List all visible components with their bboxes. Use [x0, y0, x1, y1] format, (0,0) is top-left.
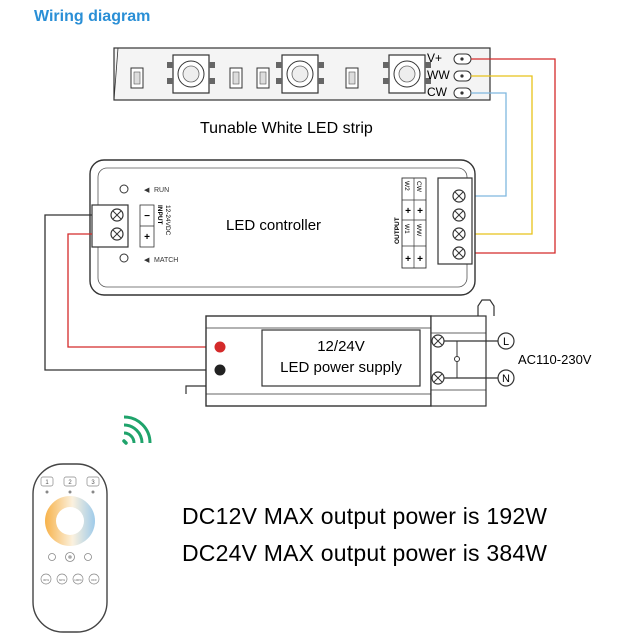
remote-control: 1 2 3 30% 60% 100% OFF — [32, 463, 108, 633]
output-plus-sign: + — [405, 206, 411, 217]
run-label: RUN — [154, 187, 169, 194]
input-minus-sign: − — [144, 211, 150, 222]
remote-mode-button[interactable]: 100% — [72, 573, 84, 585]
input-screw-plus — [110, 227, 124, 241]
remote-zone-button[interactable]: 1 — [40, 476, 54, 487]
wireless-signal-icon — [122, 415, 152, 445]
ac-screw-live — [431, 334, 445, 348]
input-terminal-block — [91, 204, 129, 248]
strip-terminal-cw: CW — [427, 85, 448, 99]
psu-mount-tab — [185, 385, 206, 394]
psu-label-plate — [261, 329, 421, 387]
ac-screw-neutral — [431, 371, 445, 385]
output-screw — [452, 246, 466, 260]
output-plus-sign: + — [417, 254, 423, 265]
strip-resistor — [256, 67, 270, 89]
input-voltage: 12-24VDC — [164, 205, 171, 236]
output-label: OUTPUT — [394, 217, 401, 244]
input-plus-sign: + — [144, 232, 150, 243]
diagram-title: Wiring diagram — [34, 8, 151, 25]
svg-text:◀: ◀ — [144, 187, 150, 194]
psu-negative-terminal — [214, 364, 226, 376]
remote-mode-button[interactable]: 30% — [40, 573, 52, 585]
neutral-marker: N — [497, 369, 515, 387]
strip-led-chip — [276, 54, 324, 94]
wire-negative — [44, 214, 220, 371]
svg-text:1: 1 — [45, 480, 49, 486]
output-channel-w2: W2 — [403, 181, 410, 191]
input-label: INPUT — [156, 205, 163, 225]
psu-voltage: 12/24V — [317, 338, 365, 355]
svg-text:60%: 60% — [59, 578, 65, 582]
svg-text:◀: ◀ — [144, 257, 150, 264]
output-screw — [452, 189, 466, 203]
remote-mode-button[interactable]: 60% — [56, 573, 68, 585]
wire-cw — [471, 92, 507, 197]
psu-label: LED power supply — [280, 359, 402, 376]
led-power-supply: 12/24V LED power supply — [185, 299, 495, 407]
match-led — [119, 253, 129, 263]
output-channel-w1: W1 — [403, 224, 410, 234]
psu-positive-terminal — [214, 341, 226, 353]
svg-text:3: 3 — [91, 480, 95, 486]
mains-label: AC110-230V — [518, 352, 592, 367]
output-screw — [452, 208, 466, 222]
live-label: L — [503, 336, 509, 348]
controller-body — [89, 159, 476, 296]
strip-led-chip — [383, 54, 431, 94]
wire-vplus — [471, 58, 556, 254]
output-plus-sign: + — [417, 206, 423, 217]
strip-resistor — [130, 67, 144, 89]
svg-text:OFF: OFF — [91, 578, 97, 582]
svg-text:2: 2 — [68, 480, 72, 486]
strip-resistor — [229, 67, 243, 89]
remote-zone-button[interactable]: 2 — [63, 476, 77, 487]
controller-label: LED controller — [226, 217, 321, 234]
wire-positive — [67, 233, 220, 348]
remote-left-button[interactable] — [48, 553, 56, 561]
spec-12v: DC12V MAX output power is 192W — [182, 503, 548, 529]
strip-caption: Tunable White LED strip — [200, 120, 373, 137]
live-marker: L — [497, 332, 515, 350]
led-strip: V+ WW CW — [113, 47, 491, 101]
remote-body — [32, 463, 108, 633]
output-channel-cw: CW — [415, 181, 422, 193]
output-wires — [471, 58, 556, 254]
strip-resistor — [345, 67, 359, 89]
strip-led-chip — [167, 54, 215, 94]
strip-terminal-vplus: V+ — [427, 51, 442, 65]
remote-right-button[interactable] — [84, 553, 92, 561]
run-led — [119, 184, 129, 194]
wire-ww — [471, 75, 533, 235]
svg-text:30%: 30% — [43, 578, 49, 582]
svg-text:100%: 100% — [74, 578, 82, 582]
strip-terminal-ww: WW — [427, 68, 450, 82]
input-screw-minus — [110, 208, 124, 222]
output-plus-sign: + — [405, 254, 411, 265]
neutral-label: N — [502, 373, 510, 385]
spec-24v: DC24V MAX output power is 384W — [182, 540, 548, 566]
remote-zone-button[interactable]: 3 — [86, 476, 100, 487]
output-screw — [452, 227, 466, 241]
match-label: MATCH — [154, 257, 178, 264]
psu-mount-tab — [477, 299, 495, 316]
remote-mode-button[interactable]: OFF — [88, 573, 100, 585]
output-channel-ww: WW — [415, 224, 422, 237]
led-controller: ◀ RUN ◀ MATCH − + INPUT 12-24VDC LED con… — [89, 159, 476, 296]
